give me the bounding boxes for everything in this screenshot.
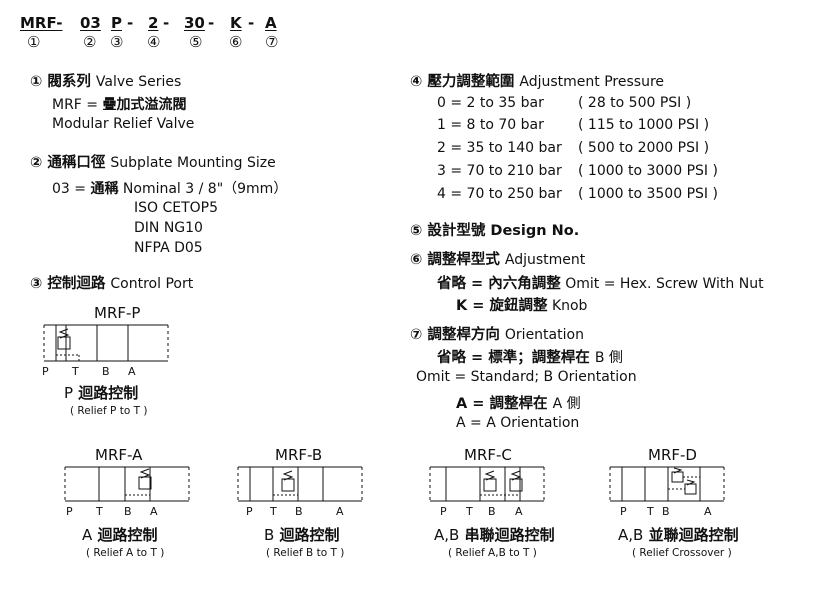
port-a: A: [704, 505, 712, 518]
port-b: B: [102, 365, 110, 378]
diagram-label: MRF-C: [464, 446, 512, 464]
diagram-sub: ( Relief A to T ): [86, 547, 165, 559]
diagram-caption: P 迴路控制: [64, 384, 139, 402]
std-nfpa: NFPA D05: [134, 240, 203, 256]
section-heading: ② 通稱口徑 Subplate Mounting Size: [30, 155, 276, 171]
std-din: DIN NG10: [134, 220, 203, 236]
port-b: B: [662, 505, 670, 518]
port-p: P: [440, 505, 447, 518]
port-b: B: [124, 505, 132, 518]
code-num: ⑥: [229, 33, 243, 51]
pressure-psi: ( 115 to 1000 PSI ): [578, 117, 710, 133]
port-t: T: [96, 505, 103, 518]
code-adjust: K: [230, 14, 242, 32]
adjust-omit: 省略 = 內六角調整 Omit = Hex. Screw With Nut: [437, 276, 764, 292]
diagram-sub: ( Relief A,B to T ): [448, 547, 537, 559]
port-t: T: [466, 505, 473, 518]
orient-a-en: A = A Orientation: [456, 415, 580, 431]
diagram-label: MRF-P: [94, 304, 141, 322]
valve-symbol: [64, 466, 190, 502]
pressure-bar: 4 = 70 to 250 bar: [437, 186, 562, 202]
diagram-sub: ( Relief B to T ): [266, 547, 345, 559]
section-design-no: ⑤ 設計型號 Design No.: [410, 223, 580, 239]
port-p: P: [246, 505, 253, 518]
code-dash: -: [163, 14, 170, 32]
pressure-psi: ( 1000 to 3500 PSI ): [578, 186, 718, 202]
diagram-sub: ( Relief Crossover ): [632, 547, 732, 559]
code-design: 30: [184, 14, 205, 32]
size-line: 03 = 通稱 Nominal 3 / 8"（9mm）: [52, 181, 288, 197]
valve-symbol: [43, 324, 169, 362]
pressure-psi: ( 500 to 2000 PSI ): [578, 140, 710, 156]
section-heading: ⑦ 調整桿方向 Orientation: [410, 327, 584, 343]
code-port: P: [111, 14, 122, 32]
section-heading: ③ 控制迴路 Control Port: [30, 276, 194, 292]
code-orient: A: [265, 14, 277, 32]
port-b: B: [488, 505, 496, 518]
code-dash: -: [208, 14, 215, 32]
code-pressure: 2: [148, 14, 159, 32]
pressure-psi: ( 28 to 500 PSI ): [578, 95, 692, 111]
orient-omit-en: Omit = Standard; B Orientation: [416, 369, 637, 385]
section-heading: ④ 壓力調整範圍 Adjustment Pressure: [410, 74, 665, 90]
code-size: 03: [80, 14, 101, 32]
valve-symbol: [237, 466, 363, 502]
pressure-bar: 0 = 2 to 35 bar: [437, 95, 544, 111]
diagram-caption: B 迴路控制: [264, 526, 340, 544]
diagram-label: MRF-A: [95, 446, 143, 464]
std-iso: ISO CETOP5: [134, 200, 219, 216]
pressure-bar: 3 = 70 to 210 bar: [437, 163, 562, 179]
orient-a-zh: A = 調整桿在 A 側: [456, 396, 581, 412]
code-series: MRF-: [20, 14, 63, 32]
series-line: MRF = 疊加式溢流閥: [52, 97, 187, 113]
section-heading: ① 閥系列 Valve Series: [30, 74, 182, 90]
port-p: P: [620, 505, 627, 518]
port-a: A: [515, 505, 523, 518]
port-t: T: [72, 365, 79, 378]
pressure-bar: 2 = 35 to 140 bar: [437, 140, 562, 156]
orient-omit-zh: 省略 = 標準；調整桿在 B 側: [437, 350, 623, 366]
diagram-label: MRF-B: [275, 446, 323, 464]
code-dash: -: [127, 14, 134, 32]
pressure-bar: 1 = 8 to 70 bar: [437, 117, 544, 133]
section-heading: ⑥ 調整桿型式 Adjustment: [410, 252, 586, 268]
valve-symbol: [429, 466, 545, 502]
port-p: P: [42, 365, 49, 378]
port-t: T: [270, 505, 277, 518]
diagram-caption: A,B 串聯迴路控制: [434, 526, 555, 544]
code-num: ⑦: [265, 33, 279, 51]
diagram-caption: A,B 並聯迴路控制: [618, 526, 739, 544]
adjust-knob: K = 旋鈕調整 Knob: [456, 298, 588, 314]
diagram-label: MRF-D: [648, 446, 697, 464]
diagram-caption: A 迴路控制: [82, 526, 158, 544]
code-dash: -: [248, 14, 255, 32]
valve-symbol: [609, 466, 725, 502]
series-line-en: Modular Relief Valve: [52, 116, 195, 132]
port-p: P: [66, 505, 73, 518]
code-num: ③: [110, 33, 124, 51]
pressure-psi: ( 1000 to 3000 PSI ): [578, 163, 718, 179]
port-b: B: [295, 505, 303, 518]
code-num: ②: [83, 33, 97, 51]
code-num: ⑤: [189, 33, 203, 51]
diagram-sub: ( Relief P to T ): [70, 405, 148, 417]
port-t: T: [647, 505, 654, 518]
code-num: ①: [27, 33, 41, 51]
port-a: A: [150, 505, 158, 518]
code-num: ④: [147, 33, 161, 51]
port-a: A: [336, 505, 344, 518]
port-a: A: [128, 365, 136, 378]
